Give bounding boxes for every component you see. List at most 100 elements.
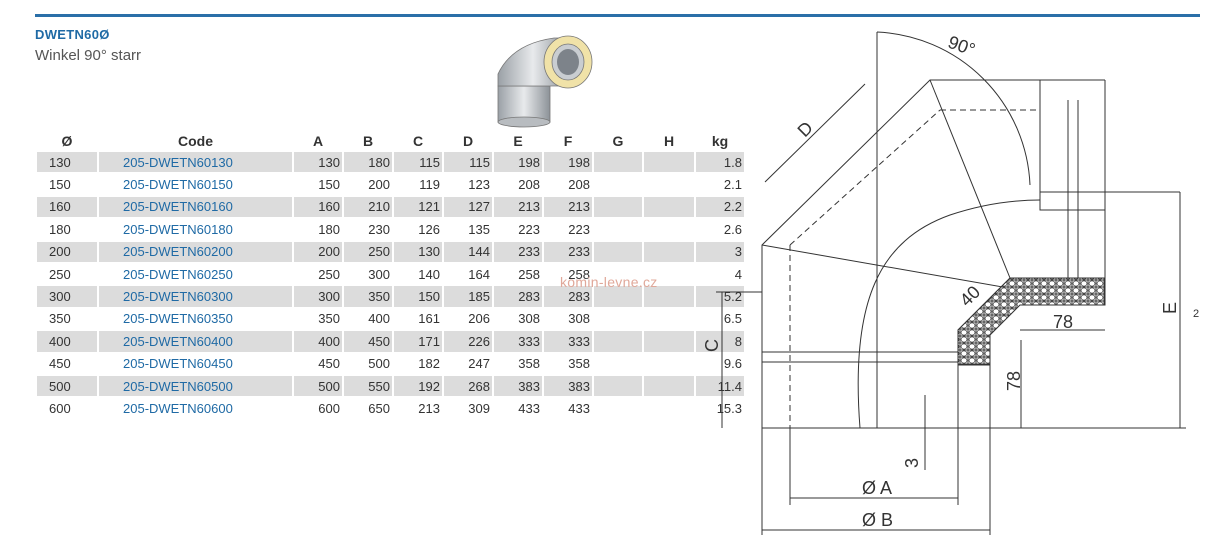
table-cell: 135 [468,221,490,237]
table-cell: 247 [468,356,490,372]
table-cell: 213 [544,196,592,218]
product-code-cell[interactable]: 205-DWETN60130 [99,152,292,173]
table-cell: 268 [444,375,492,397]
header-rule [35,14,1200,17]
table-cell: 144 [444,241,492,262]
table-cell: 258 [518,266,540,282]
table-cell [594,219,642,239]
table-cell: 8 [696,331,744,352]
table-cell: 115 [444,152,492,173]
product-code-cell[interactable]: 205-DWETN60400 [99,331,292,352]
table-cell: 500 [368,356,390,372]
column-header: Ø [61,133,73,149]
table-cell: 450 [344,331,392,352]
dia-b-label: Ø B [862,510,893,530]
table-cell: 600 [49,400,71,416]
table-cell: 308 [518,311,540,327]
table-cell: 185 [444,286,492,307]
table-cell: 258 [568,266,590,282]
table-cell: 333 [544,331,592,352]
table-cell: 400 [37,331,97,352]
column-header: F [563,133,573,149]
table-cell: 121 [394,196,442,218]
table-cell [644,196,694,218]
table-cell: 450 [318,356,340,372]
product-subtitle: Winkel 90° starr [35,47,142,64]
table-cell: 400 [368,311,390,327]
table-cell: 2.6 [723,221,742,237]
dimension-lines [716,31,1186,535]
table-cell [644,174,694,194]
table-cell [644,331,694,352]
product-code-cell[interactable]: 205-DWETN60250 [123,266,233,282]
product-code-cell[interactable]: 205-DWETN60500 [99,375,292,397]
table-cell [594,398,642,418]
table-cell: 3 [696,241,744,262]
dim-78-horizontal-label: 78 [1053,312,1073,332]
product-code-cell[interactable]: 205-DWETN60450 [123,356,233,372]
product-code-cell[interactable]: 205-DWETN60150 [123,177,233,193]
table-cell: 182 [418,356,440,372]
table-cell: 171 [394,331,442,352]
table-cell: 400 [294,331,342,352]
table-cell: 208 [518,177,540,193]
elbow-product-image [497,35,593,128]
product-code-cell[interactable]: 205-DWETN60600 [123,400,233,416]
table-cell: 4 [734,266,742,282]
table-cell [594,174,642,194]
table-cell: 11.4 [696,375,744,397]
dia-a-label: Ø A [862,478,892,498]
table-cell: 230 [368,221,390,237]
product-code-cell[interactable]: 205-DWETN60180 [123,221,233,237]
dim-78-vertical-label: 78 [1004,371,1024,391]
product-code-cell[interactable]: 205-DWETN60160 [99,196,292,218]
table-cell: 433 [518,400,540,416]
table-cell: 300 [368,266,390,282]
table-cell: 333 [494,331,542,352]
table-cell [594,241,642,262]
table-cell: 198 [544,152,592,173]
technical-drawing: 90° D C E 2 40 78 78 3 Ø A Ø B [702,31,1199,535]
table-cell: 5.2 [696,286,744,307]
table-cell: 383 [544,375,592,397]
column-header: D [462,133,474,149]
table-cell: 550 [344,375,392,397]
dim-c-label: C [702,339,722,352]
dim-3-label: 3 [902,458,922,468]
table-cell: 450 [49,356,71,372]
product-code-cell[interactable]: 205-DWETN60350 [123,311,233,327]
table-cell: 200 [294,241,342,262]
table-header-row: Ø Code A B C D E F G H kg [37,132,744,150]
table-cell: 1.8 [696,152,744,173]
angle-label: 90° [945,32,977,60]
product-code-cell[interactable]: 205-DWETN60200 [99,241,292,262]
table-cell [594,286,642,307]
table-cell: 180 [49,221,71,237]
table-cell: 600 [318,400,340,416]
table-cell: 160 [37,196,97,218]
table-cell: 283 [494,286,542,307]
table-cell: 233 [544,241,592,262]
table-cell: 250 [318,266,340,282]
table-cell: 650 [368,400,390,416]
table-cell: 140 [418,266,440,282]
table-cell [644,241,694,262]
table-cell: 150 [49,177,71,193]
table-cell: 15.3 [716,400,742,416]
table-cell: 358 [568,356,590,372]
table-cell: 2.1 [723,177,742,193]
table-cell: 223 [518,221,540,237]
dim-40-label: 40 [956,282,984,310]
table-cell: 350 [318,311,340,327]
table-cell: 283 [544,286,592,307]
column-header: Code [178,133,213,149]
table-cell: 123 [468,177,490,193]
product-code-cell[interactable]: 205-DWETN60300 [99,286,292,307]
table-cell [594,196,642,218]
